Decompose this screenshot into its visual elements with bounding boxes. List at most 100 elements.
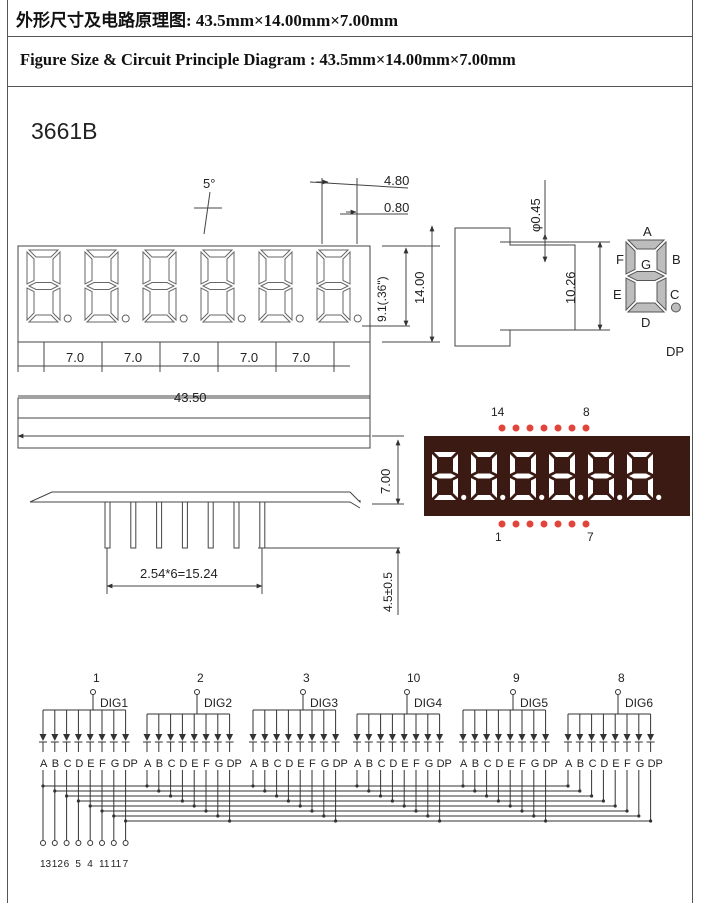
photo-digit-1-seg-a bbox=[434, 452, 456, 457]
top-view bbox=[17, 397, 404, 615]
front-digit-5-seg-b bbox=[284, 250, 293, 285]
diode-led-dp bbox=[647, 734, 655, 741]
segment-pin-number: 13 bbox=[40, 859, 52, 870]
legend-label-e: E bbox=[613, 287, 622, 302]
side-pin-5 bbox=[207, 501, 214, 549]
diode-led-d bbox=[284, 734, 292, 741]
diode-led-dp bbox=[436, 734, 444, 741]
angle-label: 5° bbox=[203, 176, 215, 191]
diode-led-b bbox=[576, 734, 584, 741]
segment-legend-digit bbox=[625, 239, 681, 313]
pin-label-1: 1 bbox=[495, 530, 502, 544]
segment-label-d: D bbox=[389, 758, 397, 770]
segment-pin-terminal bbox=[87, 840, 94, 846]
side-pin-6 bbox=[233, 501, 240, 549]
front-digit-6-seg-a bbox=[317, 249, 350, 258]
segment-pin-number: 5 bbox=[75, 859, 81, 870]
pin-dot-top-7 bbox=[582, 424, 590, 432]
diode-led-g bbox=[635, 734, 643, 741]
front-digit-1-seg-dp bbox=[63, 314, 72, 323]
segment-label-dp: DP bbox=[227, 758, 242, 770]
photo-digit-1-seg-c bbox=[453, 478, 458, 498]
segment-label-c: C bbox=[274, 758, 282, 770]
segment-label-g: G bbox=[321, 758, 330, 770]
pin-dot-bottom-6 bbox=[568, 520, 576, 528]
segment-pin-terminal bbox=[40, 840, 46, 846]
photo-digit-6-seg-c bbox=[648, 478, 653, 498]
segment-pin-number: 7 bbox=[123, 859, 129, 870]
photo-digit-5-seg-e bbox=[588, 478, 593, 498]
front-digit-3-seg-dp bbox=[179, 314, 188, 323]
front-digit-4-seg-f bbox=[200, 250, 209, 285]
photo-digit-2-seg-e bbox=[471, 478, 476, 498]
diode-led-c bbox=[588, 734, 596, 741]
photo-digit-4-seg-dp bbox=[578, 494, 584, 500]
segment-label-d: D bbox=[179, 758, 187, 770]
segment-label-c: C bbox=[168, 758, 176, 770]
segment-label-e: E bbox=[401, 758, 408, 770]
front-digit-2-seg-b bbox=[110, 250, 119, 285]
photo-digit-3-seg-d bbox=[512, 495, 534, 500]
diode-led-d bbox=[599, 734, 607, 741]
front-digit-1-seg-b bbox=[52, 250, 61, 285]
side-pin-7 bbox=[259, 501, 266, 549]
diode-led-a bbox=[249, 734, 257, 741]
photo-digit-3-seg-dp bbox=[539, 494, 545, 500]
diode-led-e bbox=[296, 734, 304, 741]
pin-dot-top-1 bbox=[498, 424, 506, 432]
photo-digit-3-seg-f bbox=[510, 454, 515, 474]
front-digit-6-seg-b bbox=[342, 250, 351, 285]
front-digit-1-seg-g bbox=[27, 282, 60, 290]
diode-led-f bbox=[202, 734, 210, 741]
diode-led-g bbox=[320, 734, 328, 741]
diode-led-a bbox=[39, 734, 47, 741]
diode-led-f bbox=[98, 734, 106, 741]
segment-pin-number: 11 bbox=[111, 859, 122, 870]
front-digit-1 bbox=[26, 249, 72, 323]
legend-label-f: F bbox=[616, 252, 624, 267]
legend-label-d: D bbox=[641, 315, 650, 330]
digit-pin-number: 1 bbox=[93, 671, 100, 685]
front-view bbox=[17, 178, 440, 400]
photo-digit-4-seg-e bbox=[549, 478, 554, 498]
photo-digit-4-seg-b bbox=[570, 454, 575, 474]
segment-label-d: D bbox=[495, 758, 503, 770]
pin-dot-bottom-2 bbox=[512, 520, 520, 528]
photo-digit-4-seg-d bbox=[551, 495, 573, 500]
diode-led-d bbox=[74, 734, 82, 741]
digit-height-label: 9.1(.36") bbox=[375, 276, 389, 322]
dim-0-80: 0.80 bbox=[384, 200, 409, 215]
segment-label-f: F bbox=[99, 758, 106, 770]
segment-label-g: G bbox=[425, 758, 434, 770]
digit-name: DIG6 bbox=[625, 696, 653, 710]
front-digit-6-seg-e bbox=[316, 287, 325, 322]
photo-digit-2-seg-c bbox=[492, 478, 497, 498]
front-digit-5-seg-a bbox=[259, 249, 292, 258]
photo-digit-4 bbox=[549, 452, 584, 500]
pin-dot-bottom-1 bbox=[498, 520, 506, 528]
segment-label-a: A bbox=[40, 758, 48, 770]
diode-led-e bbox=[506, 734, 514, 741]
photo-digit-3-seg-g bbox=[512, 473, 534, 479]
digit-pin-number: 9 bbox=[513, 671, 520, 685]
pin-dot-bottom-7 bbox=[582, 520, 590, 528]
pitch-label-3: 7.0 bbox=[182, 350, 200, 365]
digit-pin-number: 10 bbox=[407, 671, 421, 685]
segment-label-a: A bbox=[565, 758, 573, 770]
diode-led-c bbox=[167, 734, 175, 741]
diode-led-b bbox=[155, 734, 163, 741]
segment-label-c: C bbox=[589, 758, 597, 770]
front-digit-4-seg-c bbox=[226, 287, 235, 322]
diode-led-dp bbox=[332, 734, 340, 741]
segment-label-dp: DP bbox=[543, 758, 558, 770]
photo-digit-5-seg-d bbox=[590, 495, 612, 500]
digit-pin-number: 2 bbox=[197, 671, 204, 685]
segment-pin-number: 12 bbox=[52, 859, 64, 870]
front-digit-2 bbox=[84, 249, 130, 323]
digit-name: DIG1 bbox=[100, 696, 128, 710]
legend-digit-seg-d bbox=[626, 302, 666, 313]
segment-pin-terminal bbox=[51, 840, 58, 846]
